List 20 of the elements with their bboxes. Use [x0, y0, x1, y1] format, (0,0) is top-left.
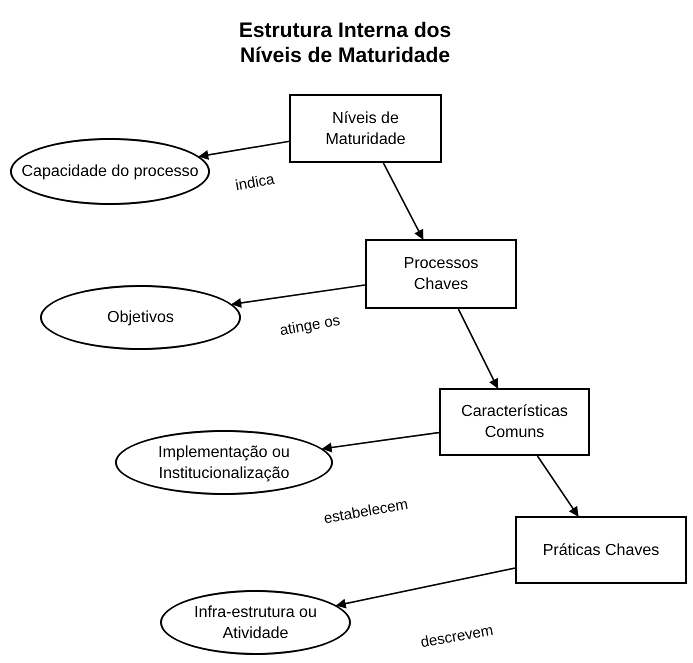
arrow	[382, 162, 424, 240]
node-text: Capacidade do processo	[21, 162, 198, 182]
arrow	[198, 140, 290, 160]
arrow	[231, 284, 366, 308]
arrow	[536, 456, 579, 517]
node-text: Implementação ou Institucionalização	[157, 442, 291, 484]
concept-box	[365, 239, 517, 309]
node-text: Processos Chaves	[402, 254, 480, 295]
node-text: Práticas Chaves	[542, 540, 660, 560]
concept-box	[515, 516, 687, 584]
concept-box	[439, 388, 590, 456]
node-text: Características Comuns	[460, 402, 569, 443]
node-text: Níveis de Maturidade	[324, 108, 407, 150]
arrow	[322, 432, 440, 452]
node-text: Infra-estrutura ou Atividade	[193, 602, 318, 644]
arrow	[336, 567, 516, 608]
node-text: Objetivos	[107, 308, 174, 328]
concept-box	[289, 94, 442, 163]
arrow	[458, 308, 498, 389]
diagram-title: Estrutura Interna dos Níveis de Maturidade	[238, 18, 452, 68]
